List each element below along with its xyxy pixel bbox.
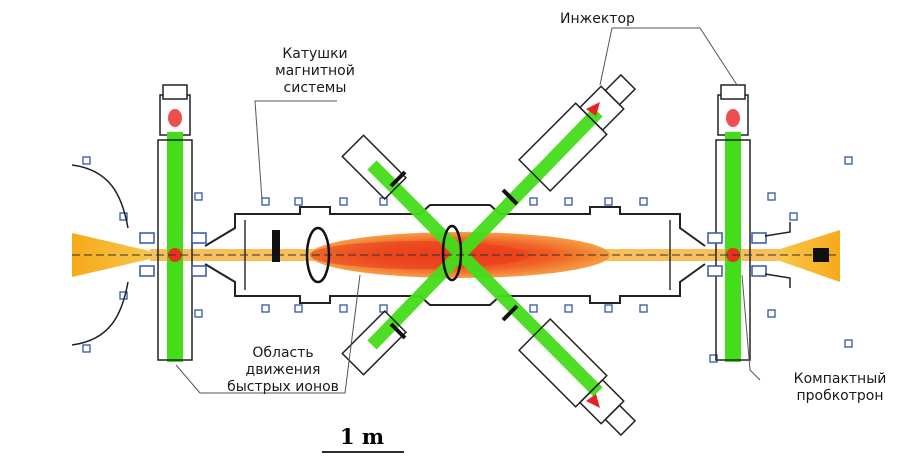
right-end-coils [707, 232, 767, 277]
coil-markers [82, 156, 853, 363]
left-expander-wall [71, 164, 129, 346]
ion-region-marker-left [305, 226, 331, 284]
injector-tip-icon [586, 102, 600, 116]
left-black-block [272, 230, 280, 262]
fast-ions-label: Область движения быстрых ионов [227, 345, 339, 395]
leader-lines [175, 27, 761, 394]
right-end-wall [764, 222, 791, 288]
left-end-coils [139, 232, 207, 277]
diagonal-beams [367, 107, 603, 397]
left-vertical-injector [157, 84, 193, 362]
beam-collars [389, 170, 519, 340]
right-expander-fan [780, 230, 840, 282]
right-vertical-injector [715, 84, 751, 362]
coils-label: Катушки магнитной системы [275, 46, 355, 96]
injector-label: Инжектор [560, 11, 635, 27]
diagonal-ducts [341, 73, 637, 437]
injector-tip-icon [586, 394, 600, 408]
right-black-block [813, 248, 829, 262]
ion-region-marker-center [441, 224, 463, 282]
scale-label: 1 m [340, 424, 385, 449]
mirror-label: Компактный пробкотрон [793, 371, 887, 404]
